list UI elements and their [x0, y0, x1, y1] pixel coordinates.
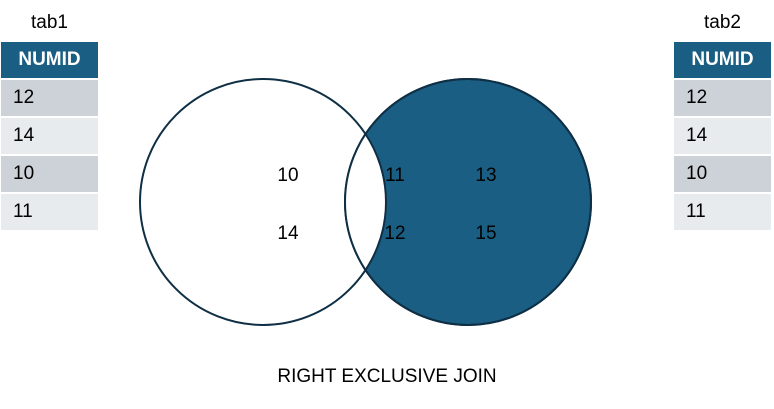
- left-only-value: 10: [277, 165, 298, 186]
- left-table-row: 12: [1, 80, 98, 116]
- left-table-row: 11: [1, 194, 98, 230]
- right-table-title: tab2: [704, 12, 741, 33]
- right-only-value: 15: [475, 223, 496, 244]
- left-table-title: tab1: [31, 12, 68, 33]
- right-table-row: 10: [674, 156, 771, 192]
- right-table-row: 11: [674, 194, 771, 230]
- intersection-value: 11: [385, 165, 405, 186]
- left-table-row: 10: [1, 156, 98, 192]
- right-table-header: NUMID: [674, 42, 771, 78]
- left-only-value: 14: [277, 223, 299, 244]
- left-table-header: NUMID: [1, 42, 98, 78]
- intersection-value: 12: [384, 223, 405, 244]
- diagram-title: RIGHT EXCLUSIVE JOIN: [277, 366, 497, 387]
- right-only-value: 13: [475, 165, 496, 186]
- right-table-row: 14: [674, 118, 771, 154]
- left-table-row: 14: [1, 118, 98, 154]
- right-table: tab2 NUMID 12 14 10 11: [674, 8, 771, 230]
- right-table-row: 12: [674, 80, 771, 116]
- left-set-circle: [139, 78, 387, 326]
- right-set-outline: [344, 78, 592, 326]
- left-table: tab1 NUMID 12 14 10 11: [1, 8, 98, 230]
